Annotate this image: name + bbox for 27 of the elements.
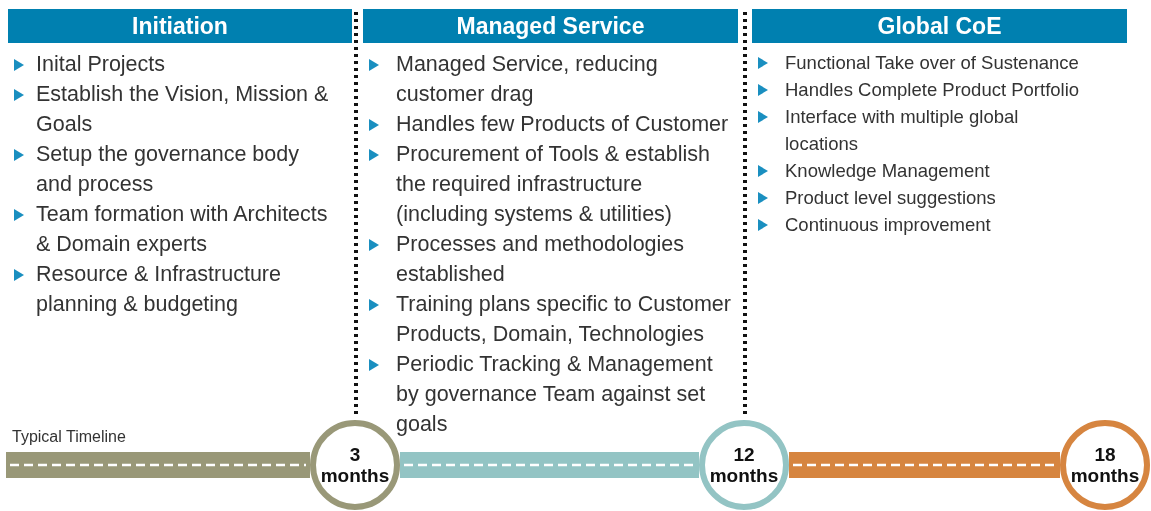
phase-header: Initiation <box>8 9 352 43</box>
bullet-text: Continuous improvement <box>785 213 991 237</box>
bullet-text: Establish the Vision, Mission & Goals <box>36 81 330 138</box>
phase-header: Managed Service <box>363 9 738 43</box>
timeline-bar <box>6 452 310 478</box>
bullet-text: Functional Take over of Sustenance <box>785 51 1079 75</box>
bullet-text: Knowledge Management <box>785 159 990 183</box>
bullet-text: Resource & Infrastructure planning & budgeting <box>36 261 282 318</box>
bullet-text: Periodic Tracking & Management by governance Team against set goals <box>396 351 714 438</box>
bullet-text: Managed Service, reducing customer drag <box>396 51 659 108</box>
bullet-text: Interface with multiple global locations <box>785 105 1020 156</box>
bullet-text: Processes and methodologies established <box>396 231 686 288</box>
bullet-text: Setup the governance body and process <box>36 141 300 198</box>
timeline-bar <box>400 452 699 478</box>
timeline-bar <box>789 452 1060 478</box>
bullet-text: Handles Complete Product Portfolio <box>785 78 1080 102</box>
bullet-text: Training plans specific to Customer Products, Domain, Technologies <box>396 291 732 348</box>
bullet-text: Procurement of Tools & establish the required infrastructure (including systems & utilities) <box>396 141 711 228</box>
milestone-text: 18 months <box>1069 444 1141 486</box>
bullet-text: Inital Projects <box>36 51 166 78</box>
bullet-text: Product level suggestions <box>785 186 996 210</box>
timeline-label: Typical Timeline <box>12 428 126 446</box>
bullet-text: Handles few Products of Customer <box>396 111 729 138</box>
bullet-text: Team formation with Architects & Domain experts <box>36 201 329 258</box>
milestone-text: 12 months <box>708 444 780 486</box>
milestone-text: 3 months <box>319 444 391 486</box>
phase-header: Global CoE <box>752 9 1127 43</box>
